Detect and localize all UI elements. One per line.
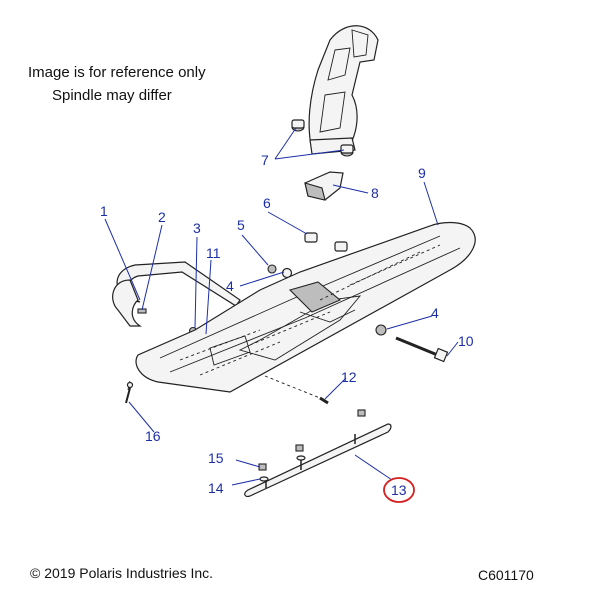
callout-10: 10 <box>458 333 474 349</box>
reference-note: Image is for reference only <box>28 64 206 81</box>
nut-5 <box>267 264 277 274</box>
bolt-12 <box>264 375 329 405</box>
callout-3: 3 <box>193 220 201 236</box>
bushing-6 <box>304 232 348 252</box>
callout-16: 16 <box>145 428 161 444</box>
callout-15: 15 <box>208 450 224 466</box>
callout-8: 8 <box>371 185 379 201</box>
callout-13: 13 <box>391 482 407 498</box>
ski-body <box>135 221 476 393</box>
callout-1: 1 <box>100 203 108 219</box>
diagram-code: C601170 <box>478 567 534 583</box>
callout-14: 14 <box>208 480 224 496</box>
washer-4-right <box>375 324 387 336</box>
spindle <box>308 25 379 155</box>
callout-5: 5 <box>237 217 245 233</box>
callout-9: 9 <box>418 165 426 181</box>
callout-4-left: 4 <box>226 278 234 294</box>
callout-4-right: 4 <box>431 305 439 321</box>
highlight-circle-13 <box>383 477 415 503</box>
wear-bar <box>244 423 392 498</box>
callout-11: 11 <box>206 245 221 261</box>
screw-16 <box>125 379 134 404</box>
spindle-note: Spindle may differ <box>52 87 172 104</box>
callout-2: 2 <box>158 209 166 225</box>
leader-lines <box>104 127 459 486</box>
ski-stopper <box>304 171 344 201</box>
bushing-top <box>291 119 305 132</box>
callout-7: 7 <box>261 152 269 168</box>
callout-6: 6 <box>263 195 271 211</box>
bolt-10 <box>395 336 449 363</box>
callout-12: 12 <box>341 369 357 385</box>
washers-14 <box>259 455 306 482</box>
copyright-text: © 2019 Polaris Industries Inc. <box>30 565 214 581</box>
